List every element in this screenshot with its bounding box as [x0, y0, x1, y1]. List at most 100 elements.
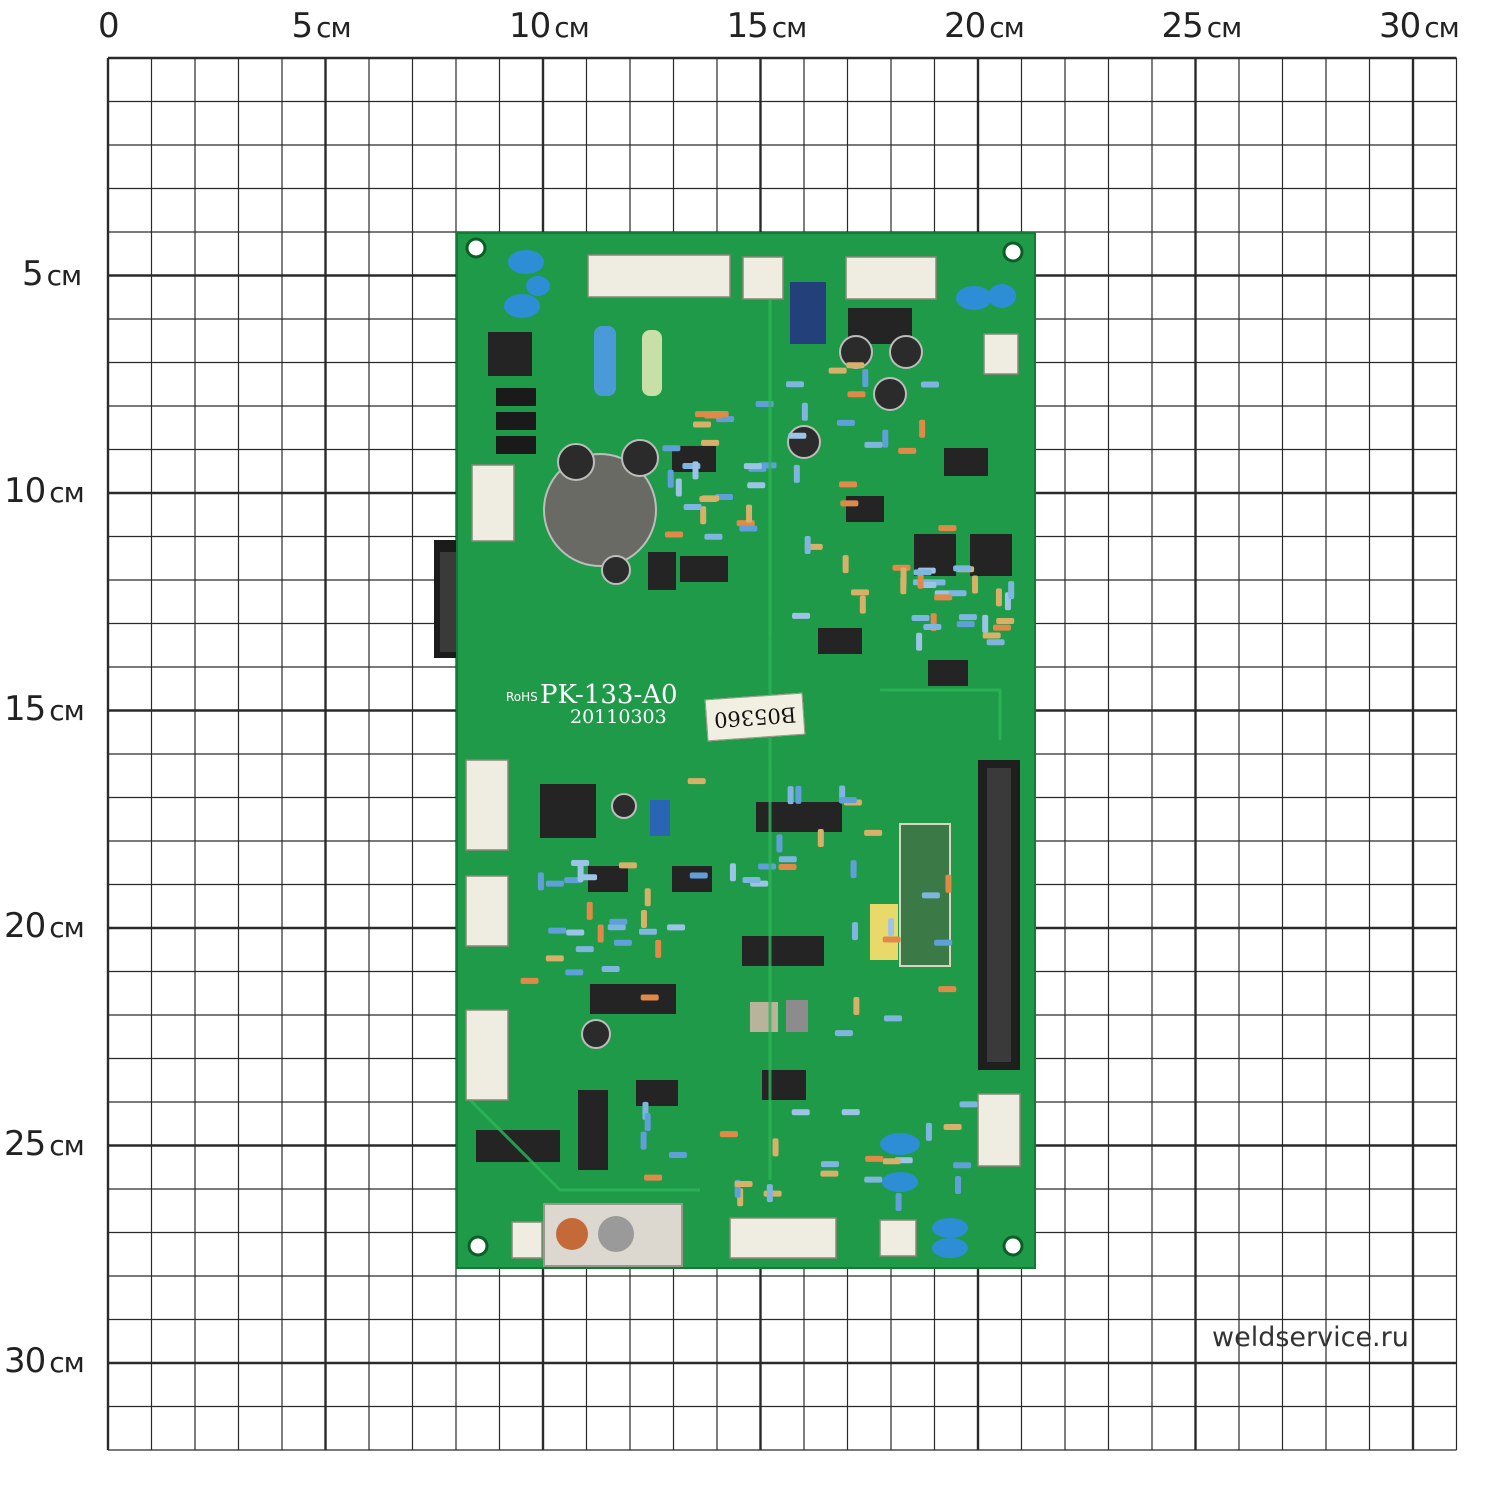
resistor	[836, 419, 855, 426]
resistor	[665, 531, 684, 538]
resistor	[955, 1176, 962, 1195]
resistor	[839, 481, 858, 488]
resistor	[938, 525, 957, 532]
y-scale-number: 20	[4, 906, 46, 946]
y-scale-unit: см	[49, 693, 85, 727]
resistor	[618, 862, 637, 869]
x-scale-number: 20	[944, 6, 986, 46]
resistor	[795, 785, 802, 804]
y-scale-number: 25	[4, 1123, 46, 1164]
y-scale-unit: см	[46, 258, 83, 292]
resistor	[566, 929, 585, 936]
resistor	[865, 1155, 884, 1162]
pcb-substrate	[456, 232, 1036, 1269]
x-scale-number: 30	[1379, 6, 1421, 46]
resistor	[545, 955, 564, 962]
resistor	[776, 834, 783, 853]
resistor	[537, 872, 544, 891]
resistor	[675, 478, 682, 497]
resistor	[548, 927, 567, 934]
traces	[468, 300, 1002, 1192]
resistor	[864, 1176, 883, 1183]
resistor	[667, 469, 674, 488]
resistor	[640, 994, 659, 1001]
resistor	[992, 624, 1011, 631]
resistor	[828, 367, 847, 374]
y-scale-unit: см	[49, 1128, 85, 1162]
resistor	[919, 419, 926, 438]
board-date-label: 20110303	[570, 706, 667, 728]
resistor	[699, 496, 718, 503]
x-scale-unit: см	[1424, 11, 1460, 44]
resistor	[746, 504, 753, 523]
x-scale-unit: см	[989, 11, 1025, 44]
resistor	[791, 1109, 810, 1116]
resistor	[934, 939, 953, 946]
resistor	[888, 918, 895, 937]
y-scale-number: 30	[4, 1341, 46, 1381]
resistor	[851, 922, 858, 941]
resistor	[953, 565, 972, 572]
resistor	[846, 362, 865, 369]
resistor	[609, 918, 628, 925]
resistor	[882, 1158, 901, 1165]
x-scale-label: 0	[98, 6, 120, 46]
resistor	[601, 965, 620, 972]
x-scale-number: 5	[291, 6, 314, 46]
resistor	[597, 924, 604, 943]
resistor	[586, 901, 593, 920]
resistor	[689, 872, 708, 879]
resistor	[687, 778, 706, 785]
connectors	[465, 254, 1021, 1259]
serial-sticker-text: B05360	[713, 702, 797, 732]
resistor	[788, 432, 807, 439]
resistor	[692, 461, 699, 480]
x-scale-unit: см	[554, 11, 590, 44]
y-scale-number: 15	[4, 688, 46, 729]
x-scale-number: 10	[509, 6, 551, 46]
resistor	[958, 614, 977, 621]
resistor	[683, 504, 702, 511]
x-scale-number: 25	[1161, 6, 1204, 46]
resistor	[995, 588, 1002, 607]
resistor	[667, 924, 686, 931]
x-scale-unit: см	[771, 11, 808, 44]
resistor	[883, 1015, 902, 1022]
resistor	[850, 860, 857, 879]
resistor	[986, 639, 1005, 646]
resistor	[817, 828, 824, 847]
y-scale-unit: см	[49, 911, 85, 944]
resistor	[758, 863, 777, 870]
resistor	[655, 939, 662, 958]
resistor	[938, 986, 957, 993]
resistor	[640, 910, 647, 929]
resistor	[613, 939, 632, 946]
resistor	[948, 590, 967, 597]
resistor	[801, 402, 808, 421]
resistor	[772, 1138, 779, 1157]
resistor	[841, 1109, 860, 1116]
resistor	[734, 1180, 753, 1187]
resistor	[920, 381, 939, 388]
x-scale-unit: см	[316, 11, 352, 44]
resistor	[921, 892, 940, 899]
resistor	[668, 1151, 687, 1158]
resistor	[577, 864, 584, 883]
y-scale-unit: см	[49, 1346, 85, 1379]
resistor	[898, 447, 917, 454]
resistor	[923, 623, 942, 630]
x-scale-number: 0	[98, 6, 120, 46]
resistor	[644, 1112, 651, 1131]
resistor	[956, 621, 975, 628]
rohs-label: RoHS	[506, 690, 538, 704]
